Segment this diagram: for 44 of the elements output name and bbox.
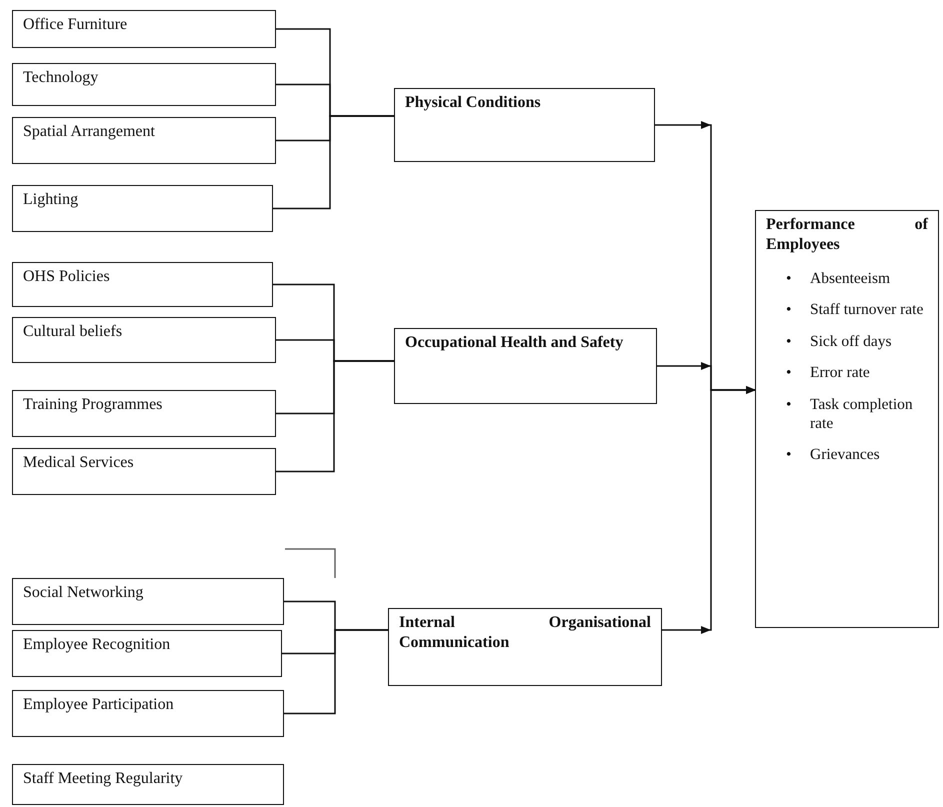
box-label: Technology (23, 68, 100, 88)
bullet: • (786, 394, 792, 414)
indicator-box (12, 390, 276, 437)
box-heading: Occupational Health and Safety (405, 333, 624, 353)
factor-box (388, 608, 662, 686)
factor-box (394, 88, 655, 162)
box-label: Medical Services (23, 453, 135, 473)
box-label: Social Networking (23, 583, 144, 603)
indicator-box (12, 690, 284, 737)
indicator-box (12, 578, 284, 625)
indicator-box (12, 317, 276, 363)
box-label: Lighting (23, 190, 80, 210)
bullet: • (786, 332, 792, 352)
indicator-box (12, 63, 276, 106)
indicator-box (12, 185, 273, 232)
box-label: Cultural beliefs (23, 322, 124, 342)
box-label: OHS Policies (23, 267, 111, 287)
indicator-box (12, 448, 276, 495)
bullet: • (786, 269, 792, 288)
bullet-item: Sick off days (810, 332, 892, 352)
bullet-item: Error rate (810, 363, 870, 382)
indicator-box (12, 10, 276, 48)
indicator-box (12, 117, 276, 164)
bullet-item: Task completion rate (810, 394, 914, 434)
box-label: Employee Recognition (23, 635, 172, 655)
box-label: Employee Participation (23, 695, 175, 715)
box-heading: Internal Organisational Communication (399, 613, 651, 653)
bullet: • (786, 300, 792, 320)
box-label: Office Furniture (23, 15, 128, 35)
indicator-box (12, 764, 284, 805)
indicator-box (12, 262, 273, 307)
box-heading: Physical Conditions (405, 93, 542, 113)
bullet: • (786, 363, 792, 382)
box-label: Training Programmes (23, 395, 164, 415)
factor-box (755, 210, 939, 628)
bullet-item: Grievances (810, 445, 880, 465)
bullet: • (786, 445, 792, 465)
box-heading: Performance of Employees (766, 215, 928, 255)
factor-box (394, 328, 657, 404)
indicator-box (12, 630, 282, 677)
box-label: Spatial Arrangement (23, 122, 156, 142)
bullet-item: Absenteeism (810, 269, 890, 288)
bullet-item: Staff turnover rate (810, 300, 924, 320)
box-label: Staff Meeting Regularity (23, 769, 184, 789)
